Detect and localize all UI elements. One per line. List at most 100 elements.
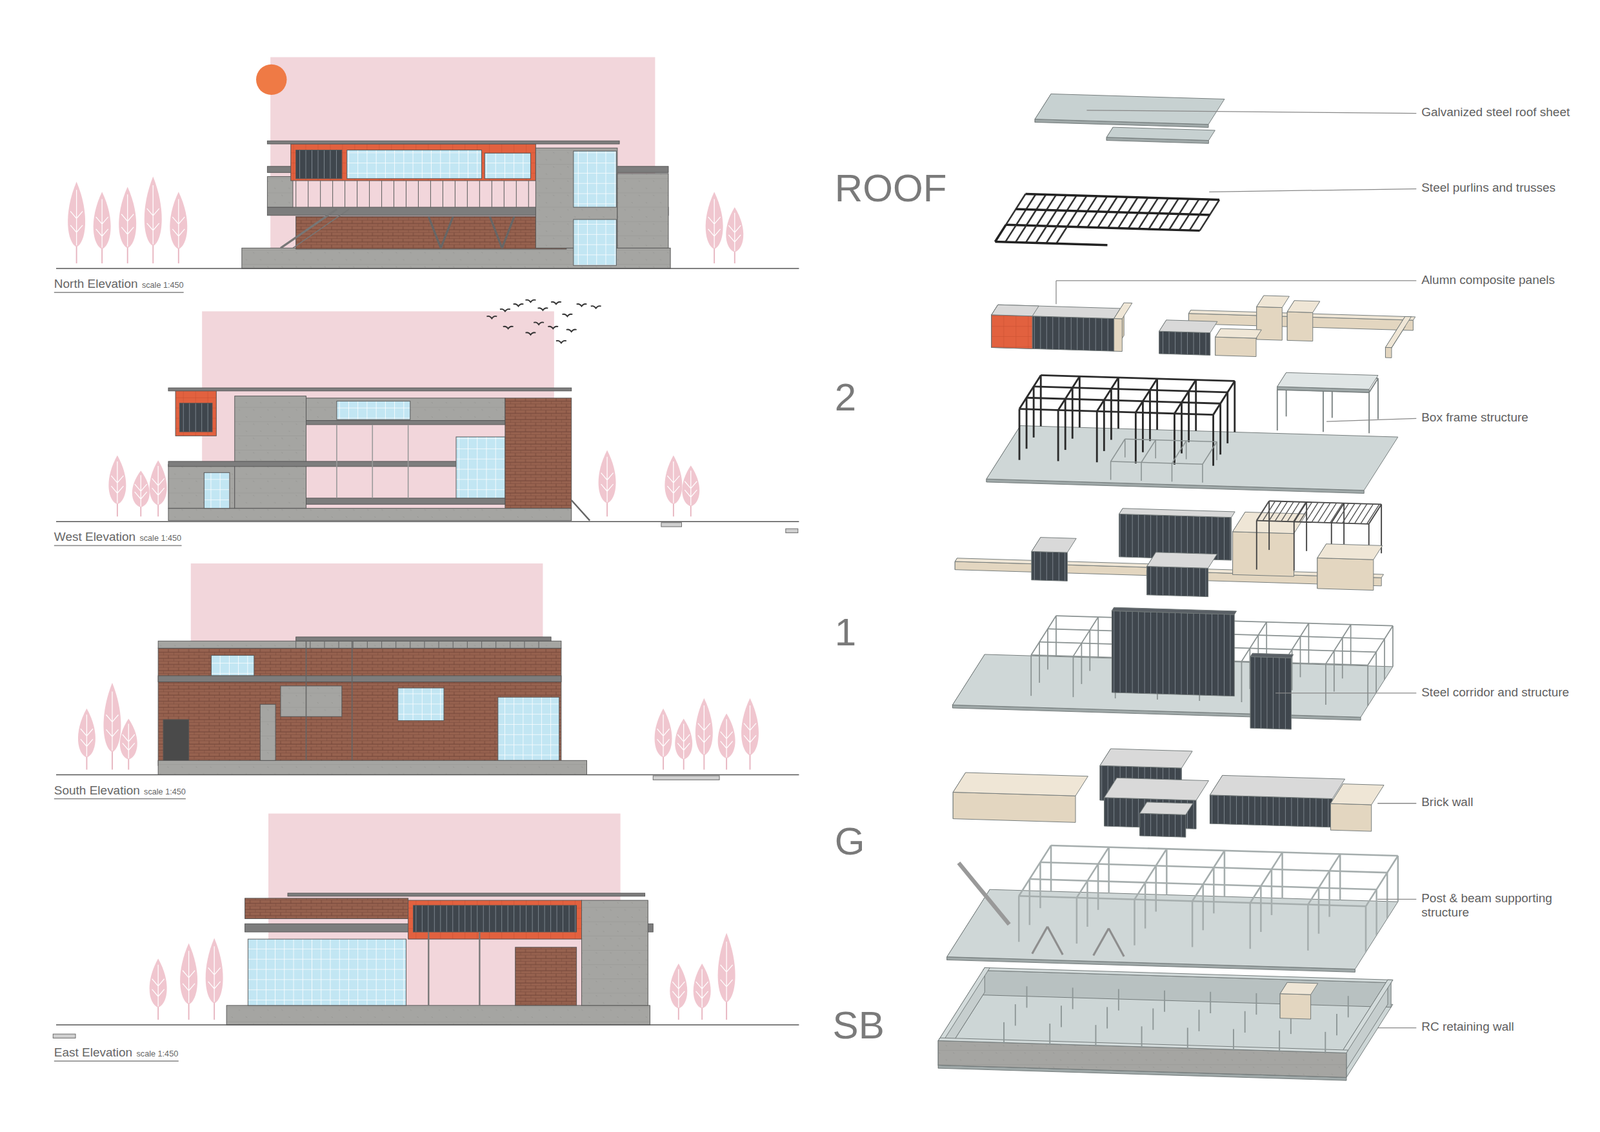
axo-line (1140, 461, 1142, 480)
leader-line (1377, 1027, 1417, 1028)
axo-line (1156, 378, 1159, 430)
railing-post (438, 640, 440, 648)
tree (108, 454, 126, 517)
facade-part (287, 892, 646, 897)
axo-face (1104, 777, 1210, 800)
pergola-slat (1299, 501, 1312, 522)
axo-face (1114, 318, 1123, 352)
axo-line (1294, 501, 1307, 522)
railing-post (295, 640, 297, 648)
elevation-view (56, 57, 799, 269)
facade-part (210, 654, 254, 676)
axo-line (1096, 410, 1099, 462)
axo-line (1216, 441, 1218, 460)
axo-line (1110, 388, 1113, 440)
facade-part (168, 508, 572, 521)
elevations (56, 57, 799, 1025)
site-element (661, 522, 682, 527)
tree (180, 942, 198, 1020)
facade-line (427, 931, 430, 1006)
axo-line (1026, 397, 1221, 404)
railing-post (369, 180, 370, 208)
axo-line (1256, 520, 1258, 570)
axo-line (1322, 390, 1324, 432)
axo-line (1260, 885, 1262, 932)
facade-part (245, 898, 409, 919)
facade-part (179, 403, 213, 432)
facade-line (305, 640, 308, 760)
tree (654, 708, 673, 770)
pergola-slat (1281, 501, 1294, 521)
leader-line (1377, 898, 1417, 900)
axo-line (1089, 629, 1091, 671)
axo-face (1330, 783, 1384, 805)
axo-line (1307, 904, 1310, 951)
y-column (1108, 928, 1124, 957)
axo-line (1103, 400, 1106, 451)
column-stub (1324, 1031, 1326, 1053)
y-column (1093, 928, 1110, 956)
axo-line (1233, 380, 1236, 432)
facade-part (296, 636, 551, 641)
column-stub (1187, 1027, 1189, 1049)
pergola-slat (1274, 501, 1288, 521)
column-stub (1255, 992, 1257, 1015)
axo-line (1125, 438, 1217, 442)
column-stub (1232, 1029, 1235, 1051)
axo-face (952, 792, 1076, 823)
axo-line (1325, 663, 1327, 705)
leader-line (1275, 692, 1417, 693)
axo-face (1277, 372, 1379, 390)
axo-face (1341, 979, 1393, 1053)
axo-line (1096, 377, 1119, 411)
axo-face (991, 304, 1039, 317)
axo-line (1050, 845, 1053, 891)
column-stub (1072, 987, 1074, 1009)
axo-line (1300, 636, 1302, 677)
facade-line (428, 216, 441, 248)
facade-part (163, 719, 190, 762)
axo-line (1191, 900, 1194, 947)
axo-line (1019, 409, 1214, 415)
bird (550, 301, 562, 305)
facade-part (158, 675, 562, 682)
railing-post (481, 640, 482, 648)
axo-line (1033, 386, 1228, 393)
axo-line (1307, 853, 1340, 904)
sun (256, 64, 287, 95)
sky-block (201, 310, 555, 520)
axo-line (1367, 625, 1393, 666)
axo-line (1172, 440, 1187, 464)
axo-line (1226, 392, 1229, 444)
facade-part (158, 647, 562, 766)
axo-face (1031, 550, 1068, 581)
axo-face (1159, 330, 1211, 355)
axo-line (1134, 848, 1168, 899)
axo-face (1159, 320, 1218, 333)
bird (590, 305, 602, 309)
railing-post (430, 180, 431, 208)
axo-face (938, 1037, 1348, 1053)
railing-post (393, 180, 395, 208)
elevation-view (56, 813, 799, 1025)
bird (525, 332, 537, 335)
axo-line (1212, 867, 1215, 913)
axo-line (1097, 616, 1099, 658)
callout-text: Post & beam supporting structure (1421, 890, 1575, 921)
column-stub (1106, 1006, 1108, 1028)
axo-line (1134, 412, 1137, 464)
facade-part (573, 219, 617, 266)
ground-line (56, 1023, 799, 1026)
scale-note: scale 1:450 (136, 1049, 179, 1059)
axo-face (1317, 543, 1383, 560)
axo-line (1107, 847, 1110, 893)
pergola-slat (1256, 500, 1270, 520)
axo-face (983, 967, 1393, 982)
y-column (1032, 926, 1048, 954)
leader-line (1055, 280, 1057, 304)
axo-face (1280, 981, 1319, 995)
facade-part (398, 687, 444, 721)
axo-line (1212, 414, 1215, 466)
tree (693, 963, 711, 1020)
facade-line (336, 424, 338, 499)
